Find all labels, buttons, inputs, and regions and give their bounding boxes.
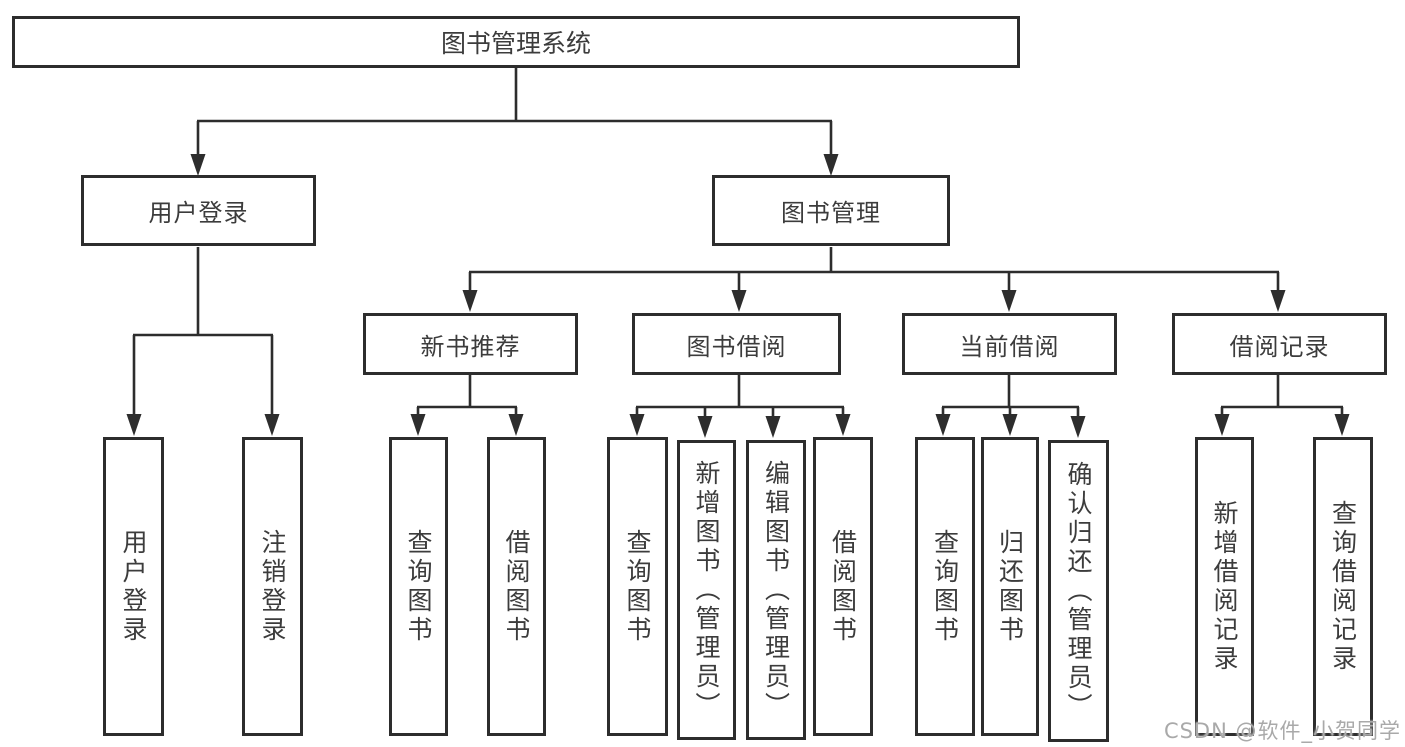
node-label: 查询借阅记录 — [1328, 499, 1358, 674]
node-label: 用户登录 — [148, 199, 249, 227]
arrowhead-icon — [1070, 416, 1086, 438]
node-book-management: 图书管理 — [712, 175, 950, 246]
arrowhead-icon — [1214, 414, 1230, 436]
leaf-query-book-1: 查询图书 — [389, 437, 448, 736]
arrowhead-icon — [410, 414, 426, 436]
leaf-query-borrow-record: 查询借阅记录 — [1313, 437, 1373, 736]
arrowhead-icon — [629, 414, 645, 436]
node-label: 编辑图书（管理员） — [761, 459, 791, 721]
leaf-logout: 注销登录 — [242, 437, 303, 736]
node-new-book-recommend: 新书推荐 — [363, 313, 578, 375]
node-label: 新书推荐 — [420, 332, 521, 361]
node-label: 图书管理系统 — [440, 29, 591, 58]
leaf-query-book-2: 查询图书 — [607, 437, 668, 736]
arrowhead-icon — [935, 414, 951, 436]
leaf-add-borrow-record: 新增借阅记录 — [1195, 437, 1254, 736]
node-label: 新增图书（管理员） — [692, 459, 721, 721]
leaf-borrow-book-1: 借阅图书 — [487, 437, 546, 736]
node-current-borrow: 当前借阅 — [902, 313, 1117, 375]
node-label: 查询图书 — [404, 528, 433, 645]
leaf-add-book-admin: 新增图书（管理员） — [677, 440, 736, 740]
arrowhead-icon — [126, 414, 142, 436]
node-label: 借阅图书 — [828, 528, 858, 645]
arrowhead-icon — [765, 416, 781, 438]
node-borrow-records: 借阅记录 — [1172, 313, 1387, 375]
arrowhead-icon — [508, 414, 524, 436]
node-library-management-system: 图书管理系统 — [12, 16, 1020, 68]
arrowhead-icon — [1002, 414, 1018, 436]
node-label: 图书管理 — [781, 199, 881, 227]
arrowhead-icon — [264, 414, 280, 436]
node-label: 当前借阅 — [959, 332, 1060, 361]
arrowhead-icon — [697, 416, 713, 438]
arrowhead-icon — [1334, 414, 1350, 436]
leaf-borrow-book-2: 借阅图书 — [813, 437, 873, 736]
node-label: 新增借阅记录 — [1210, 499, 1239, 674]
node-user-login: 用户登录 — [81, 175, 316, 246]
arrowhead-icon — [731, 290, 747, 312]
leaf-return-book: 归还图书 — [981, 437, 1039, 736]
node-label: 查询图书 — [930, 528, 960, 645]
arrowhead-icon — [1270, 290, 1286, 312]
leaf-user-login: 用户登录 — [103, 437, 164, 736]
leaf-query-book-3: 查询图书 — [915, 437, 975, 736]
node-label: 查询图书 — [623, 528, 652, 645]
arrowhead-icon — [190, 154, 206, 176]
node-label: 注销登录 — [258, 528, 287, 645]
node-label: 借阅记录 — [1229, 332, 1330, 361]
node-label: 确认归还（管理员） — [1064, 460, 1093, 722]
node-label: 归还图书 — [995, 528, 1025, 645]
arrowhead-icon — [823, 154, 839, 176]
arrowhead-icon — [835, 414, 851, 436]
arrowhead-icon — [1001, 290, 1017, 312]
node-label: 图书借阅 — [686, 332, 787, 361]
csdn-watermark: CSDN @软件_小贺同学 — [1163, 719, 1401, 743]
node-book-borrow: 图书借阅 — [632, 313, 841, 375]
arrowhead-icon — [462, 290, 478, 312]
leaf-confirm-return-admin: 确认归还（管理员） — [1048, 440, 1109, 742]
leaf-edit-book-admin: 编辑图书（管理员） — [746, 440, 806, 740]
node-label: 借阅图书 — [502, 528, 531, 645]
node-label: 用户登录 — [119, 528, 148, 645]
